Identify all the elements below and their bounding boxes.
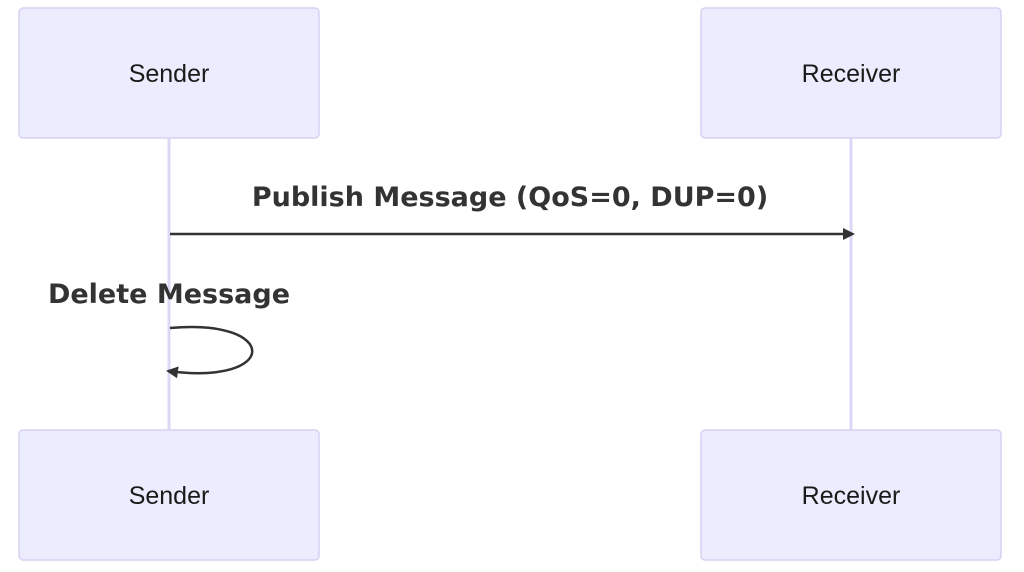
sender-actor-top-label: Sender (129, 60, 210, 88)
receiver-actor-top-box (700, 7, 1002, 139)
receiver-actor-bottom[interactable]: Receiver (700, 429, 1002, 561)
receiver-actor-bottom-label: Receiver (802, 482, 901, 510)
receiver-actor-top[interactable]: Receiver (700, 7, 1002, 139)
sender-actor-bottom[interactable]: Sender (18, 429, 320, 561)
sender-actor-bottom-box (18, 429, 320, 561)
delete-message-self-arrow (166, 325, 254, 379)
receiver-actor-bottom-box (700, 429, 1002, 561)
publish-message-label: Publish Message (QoS=0, DUP=0) (252, 182, 768, 213)
delete-message-label: Delete Message (48, 279, 290, 310)
sender-actor-top[interactable]: Sender (18, 7, 320, 139)
sender-actor-top-box (18, 7, 320, 139)
receiver-actor-top-label: Receiver (802, 60, 901, 88)
sender-actor-bottom-label: Sender (129, 482, 210, 510)
